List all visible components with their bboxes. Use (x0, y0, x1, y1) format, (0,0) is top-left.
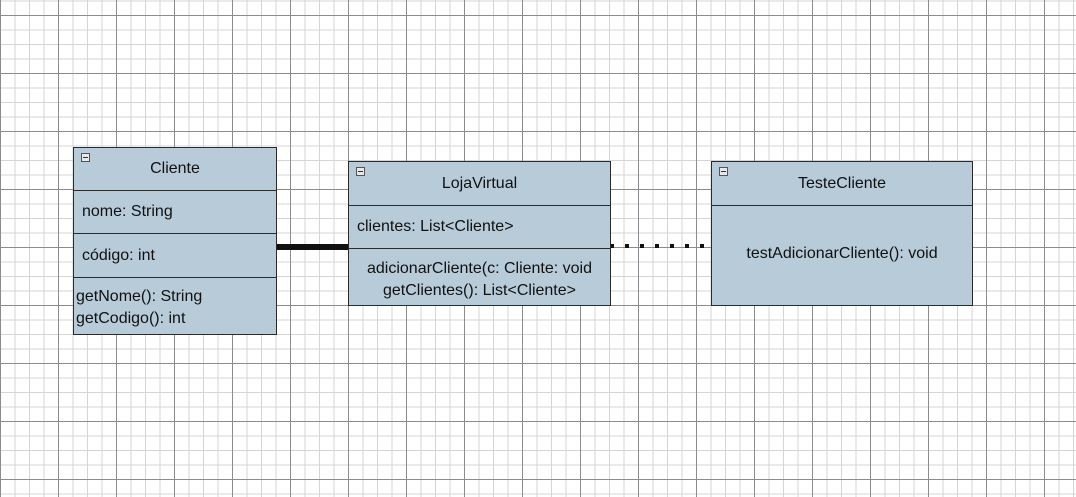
class-lojavirtual-title: LojaVirtual (441, 175, 518, 192)
method-text: getCodigo(): int (76, 310, 186, 327)
class-testecliente-methods: testAdicionarCliente(): void (712, 206, 972, 263)
class-lojavirtual[interactable]: LojaVirtual clientes: List<Cliente> adic… (348, 161, 611, 306)
class-lojavirtual-methods: adicionarCliente(c: Cliente: void getCli… (349, 249, 610, 302)
class-testecliente-title: TesteCliente (797, 175, 887, 192)
collapse-icon[interactable] (356, 167, 365, 176)
method-text: getNome(): String (76, 288, 203, 305)
class-cliente-header: Cliente (74, 148, 276, 191)
attribute-text: clientes: List<Cliente> (357, 218, 514, 235)
collapse-icon[interactable] (81, 153, 90, 162)
class-cliente[interactable]: Cliente nome: String código: int getNome… (73, 147, 277, 335)
method-text: testAdicionarCliente(): void (746, 245, 938, 262)
class-lojavirtual-header: LojaVirtual (349, 162, 610, 206)
collapse-icon[interactable] (719, 167, 728, 176)
attribute-text: código: int (82, 247, 155, 264)
class-cliente-title: Cliente (150, 160, 200, 177)
class-lojavirtual-attribute: clientes: List<Cliente> (349, 206, 610, 249)
class-cliente-attribute: código: int (74, 234, 276, 278)
class-cliente-attribute: nome: String (74, 191, 276, 234)
class-testecliente-header: TesteCliente (712, 162, 972, 206)
class-cliente-methods: getNome(): String getCodigo(): int (74, 278, 276, 330)
method-text: getClientes(): List<Cliente> (383, 282, 576, 299)
method-text: adicionarCliente(c: Cliente: void (367, 260, 592, 277)
class-testecliente[interactable]: TesteCliente testAdicionarCliente(): voi… (711, 161, 973, 306)
attribute-text: nome: String (82, 203, 173, 220)
